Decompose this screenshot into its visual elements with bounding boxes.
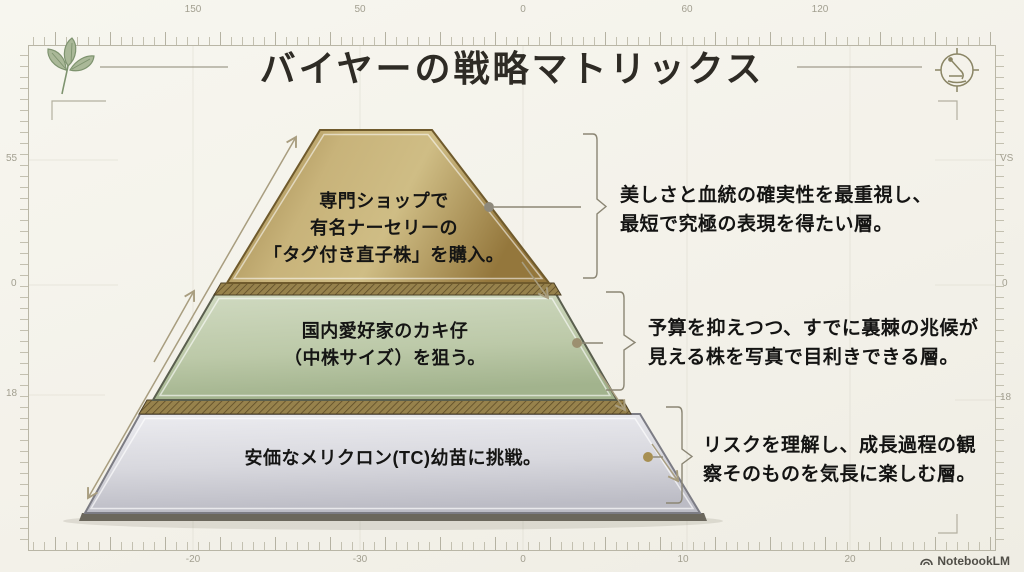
ruler-label-bottom-1: -20 (185, 554, 201, 565)
ruler-label-top-5: 120 (811, 4, 829, 15)
annotation-tier-top: 美しさと血統の確実性を最重視し、 最短で究極の表現を得たい層。 (620, 181, 932, 239)
brace (606, 291, 637, 391)
ruler-label-right-2: 0 (1002, 278, 1008, 289)
annotation-middle-line-2: 見える株を写真で目利きできる層。 (648, 347, 960, 368)
ruler-label-top-1: 150 (184, 4, 202, 15)
branding-label: NotebookLM (937, 554, 1010, 568)
brace (666, 406, 694, 504)
connector-dot (643, 452, 653, 462)
ruler-label-left-1: 55 (6, 153, 18, 164)
pyramid-base-strip-top (213, 282, 562, 296)
connector-tier-bottom (643, 406, 694, 504)
annotation-tier-middle: 予算を抑えつつ、すでに裏棘の兆候が 見える株を写真で目利きできる層。 (648, 314, 978, 372)
microscope-icon (935, 48, 979, 92)
tier-top-line-2: 有名ナーセリーの (310, 218, 458, 238)
notebooklm-logo-icon (920, 558, 934, 565)
annotation-bottom-line-2: 察そのものを気長に楽しむ層。 (703, 464, 977, 485)
ruler-frame (20, 32, 1004, 551)
descending-arrows (521, 261, 680, 483)
ruler-label-top-2: 50 (354, 4, 366, 15)
tier-top-line-1: 専門ショップで (319, 191, 449, 211)
tier-middle-line-2: （中株サイズ）を狙う。 (284, 348, 486, 368)
page-title: バイヤーの戦略マトリックス (259, 49, 765, 89)
branding: NotebookLM (920, 554, 1010, 568)
corner-marks (51, 100, 958, 534)
ruler-label-left-3: 18 (6, 388, 18, 399)
ascending-arrow (87, 135, 297, 500)
annotation-tier-bottom: リスクを理解し、成長過程の観 察そのものを気長に楽しむ層。 (703, 431, 976, 489)
annotation-top-line-2: 最短で究極の表現を得たい層。 (620, 214, 894, 235)
tier-bottom-line-1: 安価なメリクロン(TC)幼苗に挑戦。 (244, 448, 542, 468)
ruler-label-top-3: 0 (520, 4, 526, 15)
ruler-label-right-3: 18 (1000, 392, 1012, 403)
connector-tier-middle (572, 291, 637, 391)
brace (583, 133, 608, 279)
ruler-label-left-2: 0 (11, 278, 17, 289)
ruler-label-right-1: VS (1000, 153, 1014, 164)
ruler-label-top-4: 60 (681, 4, 693, 15)
tier-top-line-3: 「タグ付き直子株」を購入。 (263, 245, 505, 265)
ruler-label-bottom-2: -30 (352, 554, 368, 565)
leaf-icon (47, 37, 95, 95)
ruler-label-bottom-3: 0 (520, 554, 526, 565)
tier-top-label: 専門ショップで 有名ナーセリーの 「タグ付き直子株」を購入。 (224, 188, 544, 269)
annotation-middle-line-1: 予算を抑えつつ、すでに裏棘の兆候が (648, 318, 979, 339)
tier-middle-label: 国内愛好家のカキ仔 （中株サイズ）を狙う。 (225, 318, 545, 372)
connector-tier-top (484, 133, 608, 279)
connector-dot (572, 338, 582, 348)
tier-middle-line-1: 国内愛好家のカキ仔 (301, 321, 469, 341)
annotation-bottom-line-1: リスクを理解し、成長過程の観 (703, 435, 977, 456)
ruler-label-bottom-4: 10 (677, 554, 689, 565)
connector-dot (484, 202, 494, 212)
annotation-top-line-1: 美しさと血統の確実性を最重視し、 (620, 185, 933, 206)
pyramid-base-strip-middle (138, 399, 632, 415)
tier-bottom-label: 安価なメリクロン(TC)幼苗に挑戦。 (183, 445, 603, 472)
ruler-label-bottom-5: 20 (844, 554, 856, 565)
